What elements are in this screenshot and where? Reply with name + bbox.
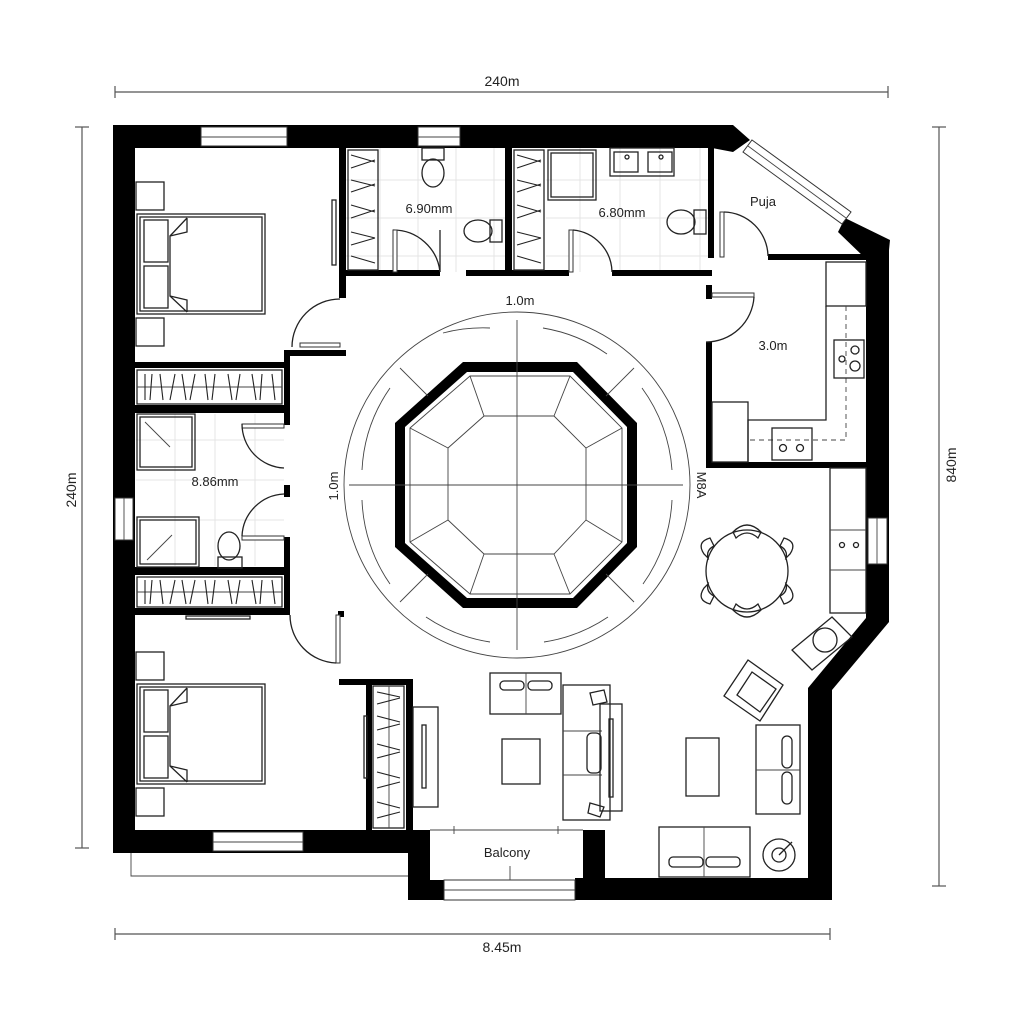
windows <box>114 126 888 901</box>
central-rotunda <box>343 311 691 659</box>
bath3-label: 8.86mm <box>192 474 239 489</box>
kitchen-label: 3.0m <box>759 338 788 353</box>
dining-table <box>700 524 794 618</box>
doors <box>241 211 769 664</box>
rotunda-top-label: 1.0m <box>506 293 535 308</box>
fixtures <box>136 147 867 671</box>
bed-top <box>135 181 337 347</box>
bath2-label: 6.80mm <box>599 205 646 220</box>
rotunda-right-label: M8A <box>694 472 709 499</box>
dim-right-label: 840m <box>943 447 959 482</box>
dim-top-label: 240m <box>484 73 519 89</box>
bath1-label: 6.90mm <box>406 201 453 216</box>
rotunda-left-label: 1.0m <box>326 472 341 501</box>
bed-bottom <box>135 615 368 817</box>
balcony-label: Balcony <box>484 845 531 860</box>
wardrobes <box>136 149 545 829</box>
tile-grid <box>136 148 708 566</box>
living-furniture <box>412 659 801 880</box>
dim-left-label: 240m <box>63 472 79 507</box>
dimension-lines <box>75 86 946 940</box>
dim-bottom-label: 8.45m <box>483 939 522 955</box>
puja-label: Puja <box>750 194 777 209</box>
